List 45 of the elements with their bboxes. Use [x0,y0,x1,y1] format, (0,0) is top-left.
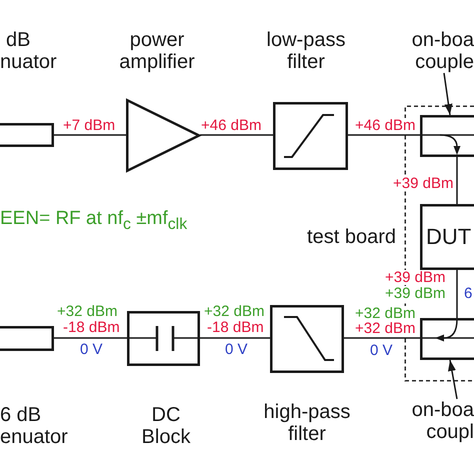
signal-line [344,337,420,339]
signal-line [456,157,458,204]
signal-line [348,134,420,136]
power-level-label: +32 dBm [355,320,416,336]
coupler-callout-label: on-boa coupl [398,399,474,443]
signal-line [200,134,273,136]
power-level-label: +39 dBm [393,176,454,190]
signal-line [200,337,270,339]
component-label: test board [306,226,396,248]
leader-arrow [448,360,458,400]
power-level-label: +7 dBm [63,118,116,132]
power-level-label: +32 dBm [204,304,264,318]
coupler-block [420,318,474,360]
component-label: high-pass filter [262,401,352,445]
signal-line [456,270,458,318]
power-level-label: +39 dBm [385,270,446,284]
device-label: DUT [426,224,472,250]
voltage-label: 0 V [80,342,103,356]
coupler-block [420,115,474,157]
power-level-label: +46 dBm [355,118,416,132]
power-level-label: -18 dBm [207,320,264,334]
signal-line [54,337,127,339]
voltage-label: 0 V [225,342,248,356]
power-level-label: -18 dBm [63,320,120,334]
attenuator-block [0,123,54,147]
low-pass-filter-symbol [273,102,348,170]
attenuator-block [0,326,54,351]
coupler-callout-label: on-boa couple [398,29,474,73]
voltage-label: 6 [464,286,472,300]
power-level-label: +46 dBm [201,118,262,132]
voltage-label: 0 V [370,342,393,358]
amplifier-triangle [126,99,200,172]
high-pass-filter-symbol [270,305,344,373]
signal-line [54,134,126,136]
component-label: power amplifier [118,29,196,73]
dc-block-symbol [127,311,200,366]
power-level-label: +32 dBm [355,306,416,320]
component-label: 6 dB enuator [0,404,69,448]
component-label: dB nuator [0,29,58,73]
power-level-label: +32 dBm [57,304,118,318]
component-label: low-pass filter [266,29,346,73]
component-label: DC Block [140,404,192,448]
power-level-label: +39 dBm [385,286,446,300]
dut-box [420,204,474,270]
leader-arrow [443,72,452,116]
